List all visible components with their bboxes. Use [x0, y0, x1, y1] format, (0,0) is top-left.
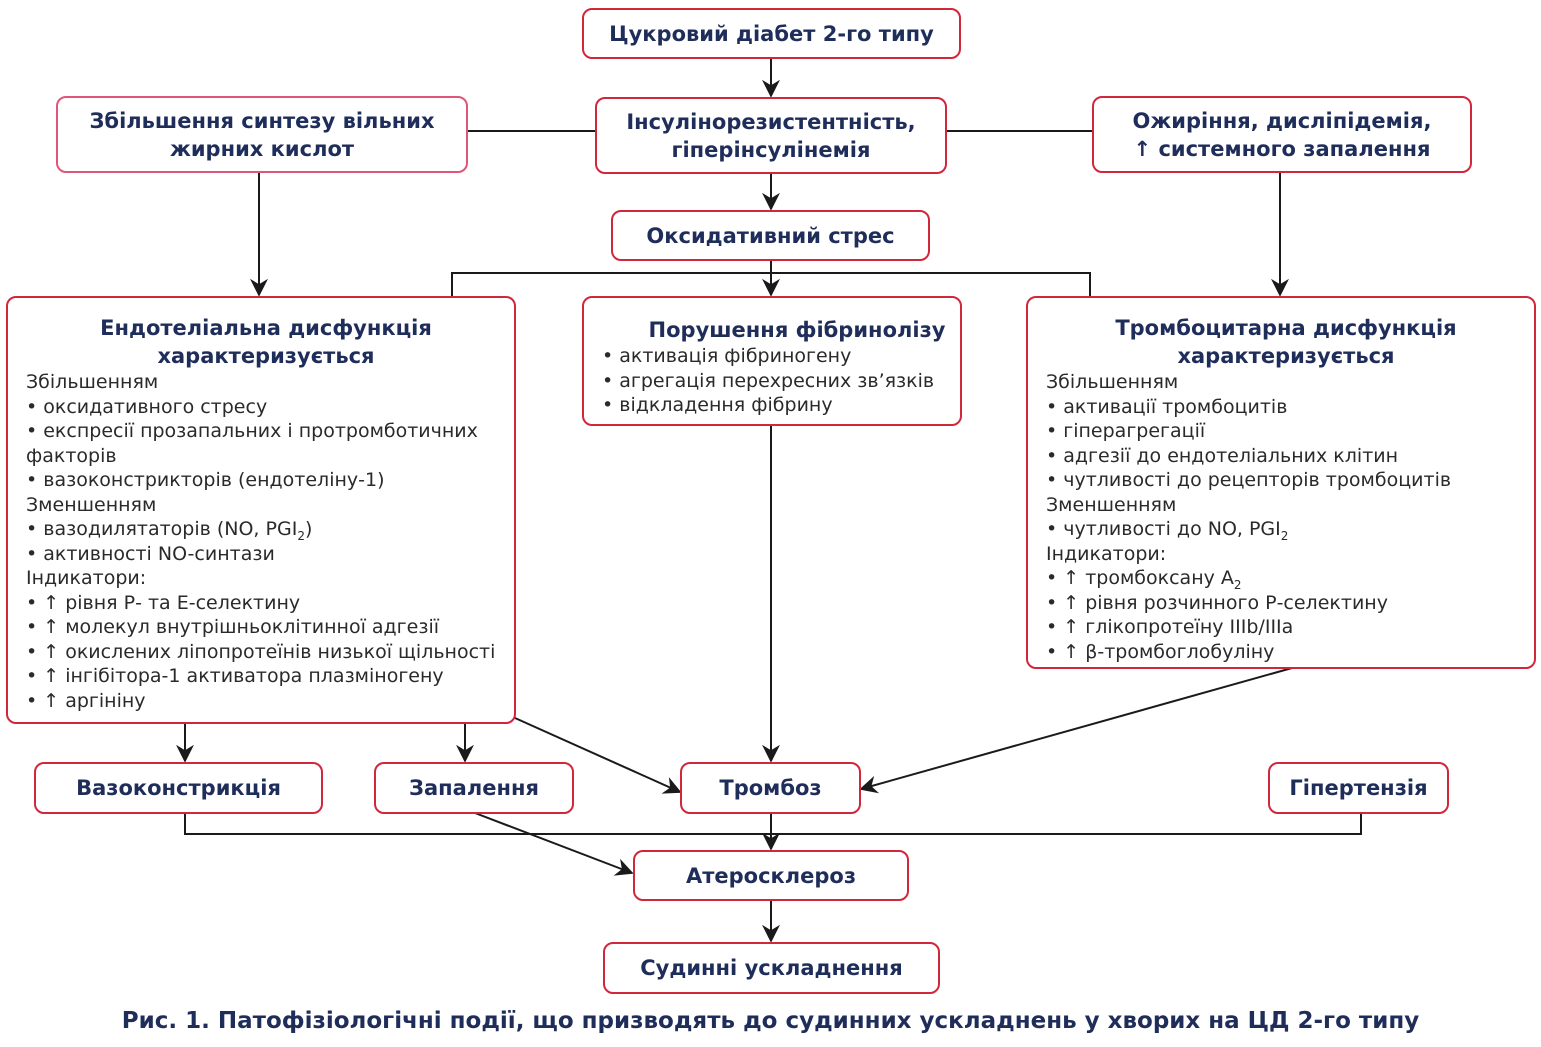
node-label-line-2: жирних кислот — [169, 136, 355, 161]
subscript: 2 — [1233, 577, 1242, 592]
node-label-line-2: ↑ системного запалення — [1133, 136, 1431, 161]
list-item: • адгезії до ендотеліальних клітин — [1046, 444, 1399, 467]
node-label-line-2: гіперінсулінемія — [671, 137, 871, 162]
edge-inflammation-atherosclerosis — [474, 812, 634, 876]
list-item: • гіперагрегації — [1046, 420, 1206, 442]
node-fibrinolysis-disorder: Порушення фібринолізу • активація фібрин… — [582, 296, 962, 426]
node-atherosclerosis: Атеросклероз — [633, 850, 909, 901]
node-label: Запалення — [409, 776, 539, 800]
list-item: • ↑ глікопротеїну IIIb/IIIa — [1046, 616, 1294, 638]
list-item: • чутливості до рецепторів тромбоцитів — [1046, 469, 1452, 491]
node-label: Оксидативний стрес — [646, 223, 895, 248]
fibrinolysis-items: • активація фібриногену• агрегація перех… — [602, 344, 952, 418]
list-item: Зменшенням — [1046, 493, 1177, 516]
node-label: Атеросклероз — [685, 863, 857, 888]
list-item: факторів — [26, 444, 117, 467]
edge-bus-atherosclerosis — [184, 813, 1362, 835]
list-item: • ↑ аргініну — [26, 689, 146, 712]
node-endothelial-dysfunction: Ендотеліальна дисфункція характеризуєтьс… — [6, 296, 516, 724]
platelet-items: Збільшенням• активації тромбоцитів• гіпе… — [1046, 370, 1526, 664]
list-item: • оксидативного стресу — [26, 395, 268, 418]
node-label-line-1: Інсулінорезистентність, — [626, 109, 916, 134]
node-obesity-dyslipidemia: Ожиріння, дисліпідемія, ↑ системного зап… — [1092, 96, 1472, 173]
edge-oxstress-branch — [451, 272, 1091, 296]
node-thrombosis: Тромбоз — [680, 762, 861, 814]
list-item: • активації тромбоцитів — [1046, 395, 1288, 418]
edge-platelet-thrombosis — [859, 667, 1293, 794]
node-title: Порушення фібринолізу — [648, 318, 946, 342]
list-item: Збільшенням — [1046, 371, 1179, 393]
endothelial-items: Збільшенням• оксидативного стресу• експр… — [26, 370, 506, 713]
list-item: • вазоконстрикторів (ендотеліну-1) — [26, 469, 385, 491]
node-label: Вазоконстрикція — [76, 776, 281, 800]
node-free-fatty-acids: Збільшення синтезу вільних жирних кислот — [56, 96, 468, 173]
list-item: • ↑ молекул внутрішньоклітинної адгезії — [26, 616, 440, 638]
list-item: • ↑ інгібітора-1 активатора плазміногену — [26, 665, 444, 687]
node-label: Гіпертензія — [1289, 776, 1428, 800]
list-item: • чутливості до NO, PGI2 — [1046, 518, 1289, 543]
node-vascular-complications: Судинні ускладнення — [603, 942, 940, 994]
list-item: • експресії прозапальних і протромботичн… — [26, 420, 478, 442]
node-label: Цукровий діабет 2-го типу — [609, 21, 934, 46]
edge-endothelial-thrombosis — [514, 717, 682, 794]
node-label-line-1: Ожиріння, дисліпідемія, — [1132, 108, 1432, 133]
node-title-line-1: Тромбоцитарна дисфункція — [1115, 316, 1457, 340]
figure-caption: Рис. 1. Патофізіологічні події, що призв… — [121, 1008, 1420, 1034]
list-item: Індикатори: — [1046, 542, 1167, 565]
list-item: • агрегація перехресних зв’язків — [602, 369, 935, 392]
node-title-line-2: характеризується — [157, 344, 375, 368]
list-item: • ↑ тромбоксану А2 — [1046, 567, 1242, 592]
subscript: 2 — [297, 528, 305, 543]
subscript: 2 — [1280, 528, 1289, 543]
list-item: • ↑ β-тромбоглобуліну — [1046, 640, 1275, 663]
list-item: • ↑ рівня розчинного Р-селектину — [1046, 591, 1388, 614]
node-title-line-1: Ендотеліальна дисфункція — [100, 316, 432, 340]
list-item: Зменшенням — [26, 493, 157, 516]
node-hypertension: Гіпертензія — [1268, 762, 1449, 814]
list-item: Збільшенням — [26, 371, 159, 393]
list-item: • відкладення фібрину — [602, 394, 833, 416]
node-oxidative-stress: Оксидативний стрес — [611, 210, 930, 261]
node-platelet-dysfunction: Тромбоцитарна дисфункція характеризуєтьс… — [1026, 296, 1536, 669]
node-label: Судинні ускладнення — [640, 956, 903, 980]
list-item: • ↑ рівня Р- та Е-селектину — [26, 591, 301, 614]
node-label-line-1: Збільшення синтезу вільних — [89, 108, 435, 133]
node-inflammation: Запалення — [374, 762, 574, 814]
node-diabetes-type2: Цукровий діабет 2-го типу — [582, 8, 961, 59]
list-item: Індикатори: — [26, 567, 147, 589]
node-insulin-resistance: Інсулінорезистентність, гіперінсулінемія — [595, 97, 947, 174]
node-label: Тромбоз — [719, 776, 822, 800]
list-item: • вазодилятаторів (NO, PGI2) — [26, 518, 313, 543]
node-title-line-2: характеризується — [1177, 344, 1395, 368]
node-vasoconstriction: Вазоконстрикція — [34, 762, 323, 814]
list-item: • активності NO-синтази — [26, 542, 275, 565]
list-item: • ↑ окислених ліпопротеїнів низької щіль… — [26, 640, 496, 663]
list-item: • активація фібриногену — [602, 345, 852, 367]
